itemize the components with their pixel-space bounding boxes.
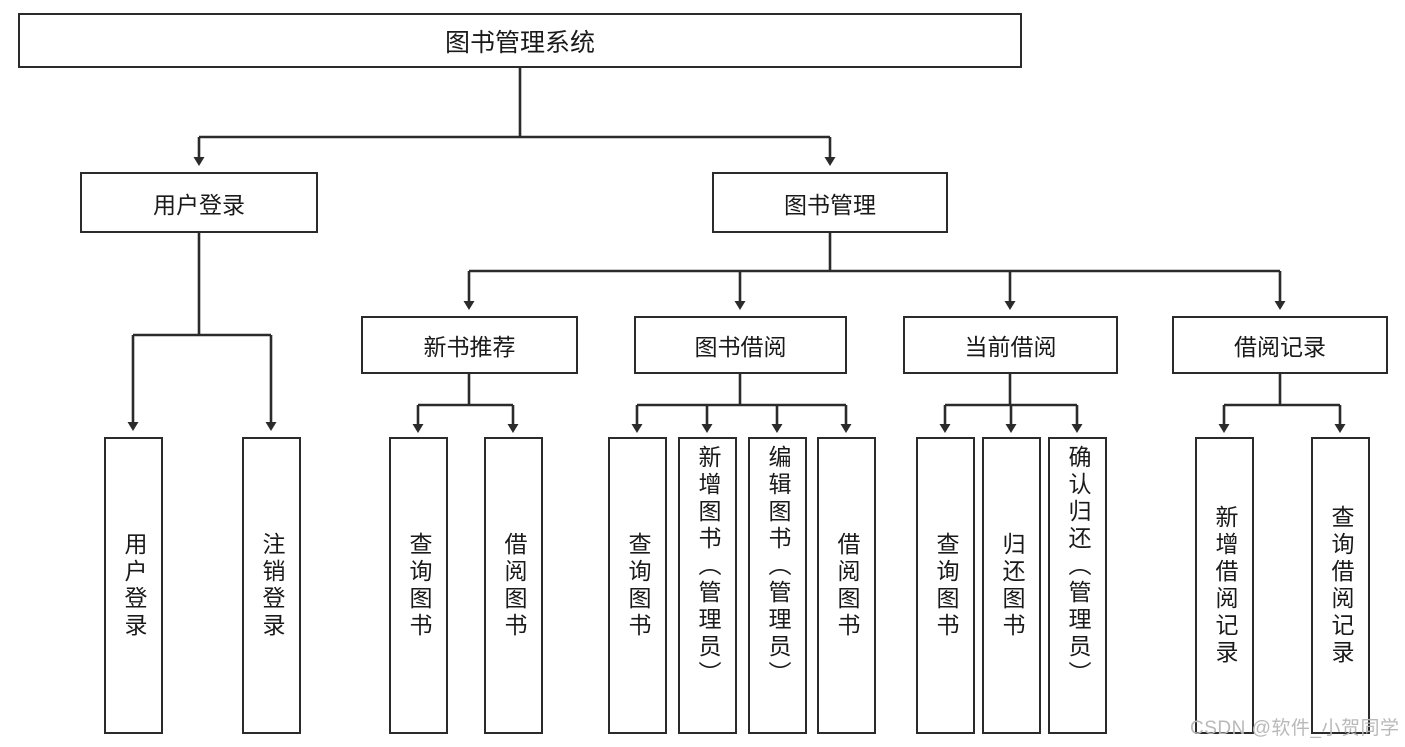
csdn-watermark: CSDN @软件_小贺同学 xyxy=(1190,718,1400,739)
leaf-book-borrow-add-book[interactable]: 新增图书（管理员） xyxy=(678,437,737,734)
leaf-label: 借阅图书 xyxy=(501,531,527,640)
leaf-book-borrow-edit-book[interactable]: 编辑图书（管理员） xyxy=(748,437,807,734)
node-new-book-recommend[interactable]: 新书推荐 xyxy=(361,316,578,374)
leaf-label: 查询图书 xyxy=(625,531,651,640)
leaf-label: 用户登录 xyxy=(121,531,147,640)
leaf-label: 新增图书（管理员） xyxy=(695,445,721,688)
node-borrow-record[interactable]: 借阅记录 xyxy=(1172,316,1388,374)
leaf-label: 查询图书 xyxy=(933,531,959,640)
leaf-user-login-logout[interactable]: 注销登录 xyxy=(242,437,301,734)
node-book-management[interactable]: 图书管理 xyxy=(712,172,948,233)
node-book-management-label: 图书管理 xyxy=(784,191,876,218)
node-borrow-record-label: 借阅记录 xyxy=(1234,334,1326,360)
leaf-label: 归还图书 xyxy=(999,531,1025,640)
leaf-label: 新增借阅记录 xyxy=(1212,504,1238,667)
node-user-login-label: 用户登录 xyxy=(153,191,245,218)
leaf-new-book-query-book[interactable]: 查询图书 xyxy=(389,437,448,734)
leaf-label: 借阅图书 xyxy=(834,531,860,640)
leaf-new-book-borrow-book[interactable]: 借阅图书 xyxy=(484,437,543,734)
leaf-label: 查询图书 xyxy=(406,531,432,640)
leaf-label: 查询借阅记录 xyxy=(1328,504,1354,667)
leaf-current-borrow-confirm-return[interactable]: 确认归还（管理员） xyxy=(1048,437,1107,734)
leaf-current-borrow-return-book[interactable]: 归还图书 xyxy=(982,437,1041,734)
node-user-login[interactable]: 用户登录 xyxy=(80,172,318,233)
leaf-label: 编辑图书（管理员） xyxy=(765,445,791,688)
leaf-borrow-record-add-record[interactable]: 新增借阅记录 xyxy=(1195,437,1254,734)
node-current-borrow[interactable]: 当前借阅 xyxy=(903,316,1118,374)
node-book-borrow-label: 图书借阅 xyxy=(694,334,787,360)
node-root-system[interactable]: 图书管理系统 xyxy=(18,13,1022,68)
leaf-book-borrow-query-book[interactable]: 查询图书 xyxy=(608,437,667,734)
node-new-book-recommend-label: 新书推荐 xyxy=(423,334,516,360)
node-root-label: 图书管理系统 xyxy=(444,28,595,57)
leaf-label: 确认归还（管理员） xyxy=(1065,445,1091,688)
leaf-current-borrow-query-book[interactable]: 查询图书 xyxy=(916,437,975,734)
node-current-borrow-label: 当前借阅 xyxy=(964,334,1057,360)
leaf-book-borrow-borrow-book[interactable]: 借阅图书 xyxy=(817,437,876,734)
leaf-label: 注销登录 xyxy=(259,531,285,640)
leaf-user-login-login[interactable]: 用户登录 xyxy=(104,437,163,734)
node-book-borrow[interactable]: 图书借阅 xyxy=(634,316,847,374)
leaf-borrow-record-query-record[interactable]: 查询借阅记录 xyxy=(1311,437,1370,734)
